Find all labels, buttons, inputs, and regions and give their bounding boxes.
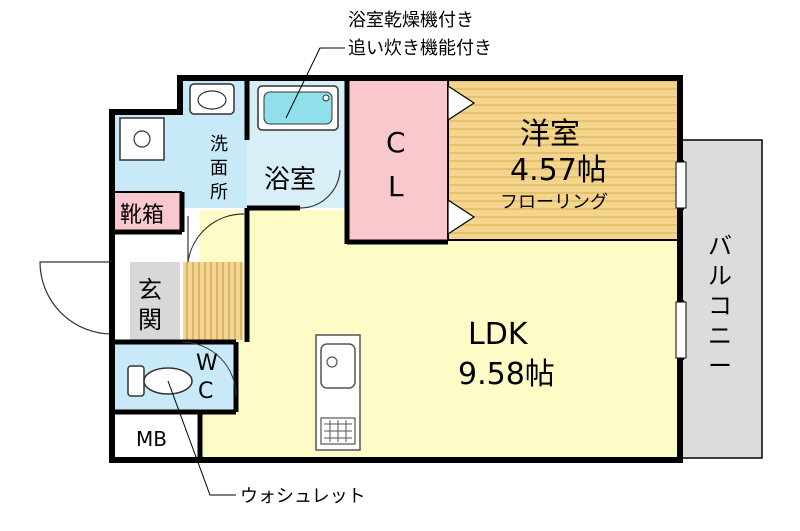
entrance-door-swing: [39, 261, 113, 335]
sink-drain-icon: [326, 356, 338, 368]
label-western-name: 洋室: [520, 117, 580, 152]
entrance-step: [183, 262, 243, 340]
label-bath: 浴室: [264, 165, 316, 195]
bath-annotation-leader: [285, 47, 345, 119]
label-balcony-1: バ: [708, 232, 732, 260]
closet-door-bottom: [447, 198, 476, 236]
mb-area: [112, 414, 200, 460]
western-room-area: [448, 78, 680, 240]
label-entrance-1: 玄: [138, 276, 162, 304]
label-balcony-4: ニ: [708, 322, 732, 350]
closet-area: [347, 78, 448, 240]
label-western-size: 4.57帖: [510, 153, 607, 188]
label-entrance-2: 関: [138, 306, 162, 334]
label-wc-w: W: [196, 351, 218, 376]
annotation-reheat: 追い炊き機能付き: [348, 38, 492, 59]
interior-walls: [112, 78, 448, 460]
label-washroom-3: 所: [210, 182, 228, 203]
bathtub-drain-icon: [322, 94, 330, 102]
balcony-area: [679, 139, 763, 459]
label-wc-c: C: [198, 379, 213, 404]
label-balcony-2: ル: [708, 262, 732, 290]
label-washroom-2: 面: [210, 158, 228, 179]
closet-door-top: [447, 84, 476, 122]
washroom-door-swing: [187, 213, 245, 263]
shoe-box-area: [112, 192, 182, 232]
bathtub-water: [263, 91, 333, 125]
label-washroom-1: 洗: [210, 134, 228, 155]
label-balcony-5: ー: [708, 352, 732, 380]
ldk-area: [200, 210, 680, 460]
toilet-tank-icon: [127, 365, 145, 397]
label-western-floor: フローリング: [500, 192, 608, 213]
annotation-bath-dryer: 浴室乾燥機付き: [348, 10, 474, 31]
outer-walls: [109, 75, 683, 463]
label-closet-c: C: [386, 126, 406, 159]
label-ldk-size: 9.58帖: [458, 357, 555, 392]
balcony-window-top: [675, 161, 687, 209]
annotation-washlet: ウォシュレット: [240, 486, 366, 507]
label-ldk-name: LDK: [468, 317, 529, 352]
entrance-area: [130, 262, 180, 340]
kitchen-sink: [320, 343, 356, 389]
label-closet-l: L: [388, 170, 404, 203]
label-balcony-3: コ: [708, 292, 732, 320]
label-shoe-box: 靴箱: [120, 203, 164, 228]
bath-door-swing: [299, 169, 341, 209]
washing-machine-drum: [133, 130, 151, 148]
label-mb: MB: [136, 427, 167, 451]
wc-door-swing: [181, 341, 237, 397]
washlet-annotation-leader: [167, 380, 236, 496]
washbasin-bowl: [197, 90, 227, 110]
balcony-window-bottom: [675, 301, 687, 359]
